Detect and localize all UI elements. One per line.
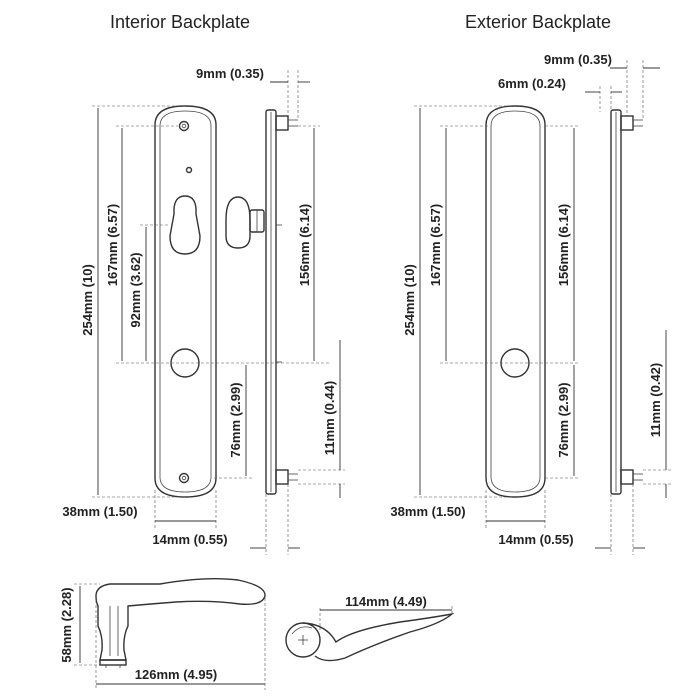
- interior-backplate-front: [154, 105, 217, 498]
- interior-screw-span-label: 156mm (6.14): [297, 204, 312, 286]
- top-screw-hole: [178, 120, 190, 132]
- interior-width-label: 38mm (1.50): [62, 504, 137, 519]
- exterior-height-label: 254mm (10): [402, 264, 417, 336]
- interior-cylinder-lever-label: 92mm (3.62): [128, 252, 143, 327]
- lever-hole: [170, 348, 200, 378]
- interior-thickness-label: 14mm (0.55): [152, 532, 227, 547]
- exterior-lever-bottom-label: 76mm (2.99): [556, 382, 571, 457]
- interior-dimensions: [92, 70, 345, 555]
- lever-side-dimensions: [74, 583, 266, 690]
- lever-top-view: [285, 612, 455, 662]
- lever-top-width-label: 114mm (4.49): [345, 594, 427, 609]
- interior-height-label: 254mm (10): [80, 264, 95, 336]
- interior-hole-span-label: 167mm (6.57): [105, 204, 120, 286]
- interior-backplate-side: [265, 109, 298, 495]
- lever-top-dimensions: [319, 606, 453, 630]
- interior-tab-height-label: 11mm (0.44): [322, 381, 337, 455]
- exterior-thickness-label: 14mm (0.55): [498, 532, 573, 547]
- cylinder-hole: [169, 195, 201, 255]
- lever-height-label: 58mm (2.28): [59, 587, 74, 662]
- thumb-turn-knob: [225, 196, 265, 249]
- exterior-backplate-side: [610, 109, 643, 495]
- exterior-hole-span-label: 167mm (6.57): [428, 204, 443, 286]
- exterior-screw-span-label: 156mm (6.14): [556, 204, 571, 286]
- exterior-depth-top-label: 9mm (0.35): [544, 52, 612, 67]
- exterior-title: Exterior Backplate: [465, 12, 611, 32]
- exterior-backplate-front: [485, 105, 546, 498]
- exterior-width-label: 38mm (1.50): [390, 504, 465, 519]
- interior-title: Interior Backplate: [110, 12, 250, 32]
- lever-side-view: [95, 577, 266, 668]
- lever-length-label: 126mm (4.95): [135, 667, 217, 682]
- interior-lever-bottom-label: 76mm (2.99): [228, 382, 243, 457]
- exterior-dimensions: [414, 60, 672, 555]
- small-hole: [185, 166, 193, 174]
- bottom-screw-hole: [178, 472, 190, 484]
- exterior-depth-mid-label: 6mm (0.24): [498, 76, 566, 91]
- interior-depth-top-label: 9mm (0.35): [196, 66, 264, 81]
- exterior-tab-height-label: 11mm (0.42): [648, 363, 663, 437]
